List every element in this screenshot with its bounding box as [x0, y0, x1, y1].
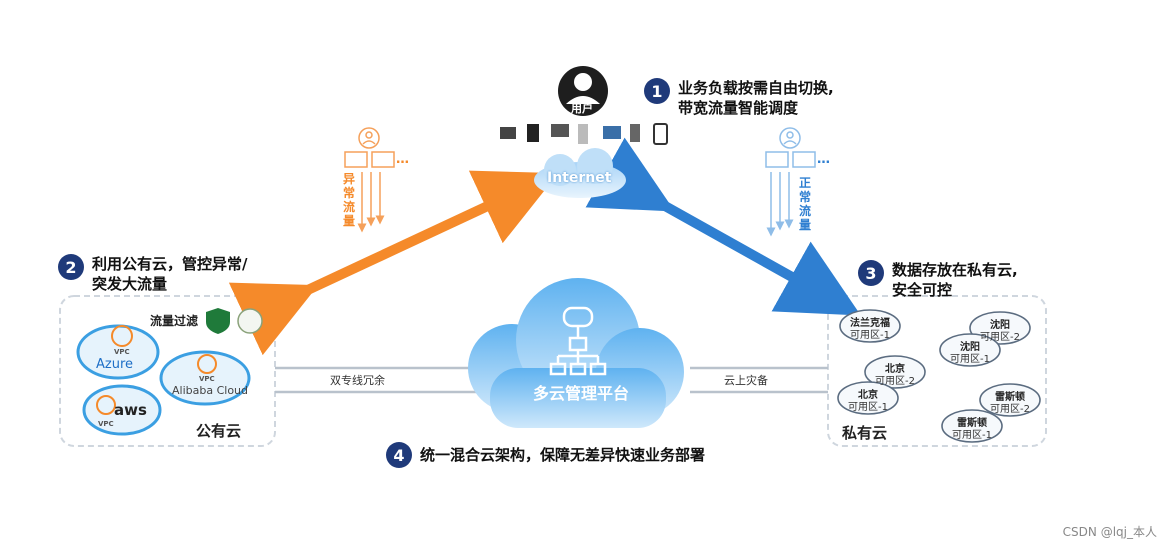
device-icons: [500, 123, 668, 145]
step-4: 4 统一混合云架构，保障无差异快速业务部署: [386, 442, 705, 468]
internet-cloud-icon: [534, 148, 626, 198]
shield-icon: [206, 308, 230, 334]
zone-city: 北京: [858, 390, 878, 401]
step-1-text: 业务负载按需自由切换, 带宽流量智能调度: [678, 78, 834, 118]
filter-label: 流量过滤: [150, 314, 199, 328]
abnormal-traffic-label: 异常流量: [342, 172, 355, 228]
aws-cloud-icon: [82, 384, 162, 436]
private-cloud-label: 私有云: [842, 424, 888, 442]
zone-label: 可用区-2: [990, 404, 1030, 415]
step-3-text: 数据存放在私有云, 安全可控: [892, 260, 1018, 300]
zone-beijing-2: 北京 可用区-2: [865, 364, 925, 388]
normal-traffic-icon: [765, 127, 816, 237]
zone-label: 可用区-1: [848, 402, 888, 413]
zone-city: 雷斯顿: [957, 418, 987, 429]
abnormal-traffic-icon: [344, 127, 395, 233]
step-2: 2 利用公有云，管控异常/ 突发大流量: [58, 254, 247, 294]
zone-city: 沈阳: [960, 342, 980, 353]
step-4-badge: 4: [386, 442, 412, 468]
step-3-line-1: 数据存放在私有云,: [892, 261, 1018, 279]
step-1-line-2: 带宽流量智能调度: [678, 99, 799, 117]
zone-beijing-1: 北京 可用区-1: [838, 390, 898, 414]
public-cloud-label: 公有云: [196, 422, 242, 440]
zone-label: 可用区-1: [850, 330, 890, 341]
zone-city: 雷斯顿: [995, 392, 1025, 403]
orange-arrow: [228, 170, 559, 356]
zone-label: 可用区-1: [950, 354, 990, 365]
watermark: CSDN @lqj_本人: [1062, 525, 1157, 539]
aws-vpc-label: VPC: [98, 420, 114, 428]
user-label: 用户: [571, 102, 593, 115]
abnormal-traffic-dots: …: [396, 152, 409, 167]
step-1-badge: 1: [644, 78, 670, 104]
step-4-text: 统一混合云架构，保障无差异快速业务部署: [420, 446, 706, 464]
public-cloud-box: [59, 295, 276, 447]
alibaba-label: Alibaba Cloud: [172, 384, 249, 397]
step-3-line-2: 安全可控: [892, 281, 953, 299]
zone-city: 沈阳: [990, 320, 1010, 331]
link-left-label: 双专线冗余: [330, 374, 385, 387]
azure-cloud-icon: [76, 324, 160, 380]
step-1: 1 业务负载按需自由切换, 带宽流量智能调度: [644, 78, 834, 118]
azure-vpc-label: VPC: [114, 348, 130, 356]
step-2-text: 利用公有云，管控异常/ 突发大流量: [92, 254, 247, 294]
alibaba-vpc-label: VPC: [199, 375, 215, 383]
normal-traffic-dots: …: [817, 152, 830, 167]
aws-label: aws: [114, 401, 147, 419]
zone-clouds: [837, 309, 1041, 443]
step-2-line-2: 突发大流量: [92, 275, 168, 293]
step-3-badge: 3: [858, 260, 884, 286]
step-2-line-1: 利用公有云，管控异常/: [92, 255, 248, 273]
zone-reston-2: 雷斯顿 可用区-2: [980, 392, 1040, 416]
step-3: 3 数据存放在私有云, 安全可控: [858, 260, 1018, 300]
step-2-badge: 2: [58, 254, 84, 280]
zone-label: 可用区-2: [875, 376, 915, 387]
azure-label: Azure: [96, 357, 134, 372]
zone-reston-1: 雷斯顿 可用区-1: [942, 418, 1002, 442]
zone-city: 法兰克福: [850, 318, 890, 329]
zone-shenyang-1: 沈阳 可用区-1: [940, 342, 1000, 366]
multi-cloud-platform-icon: [468, 278, 684, 428]
user-avatar-icon: [558, 66, 608, 116]
filter-icon: [237, 308, 263, 334]
step-1-line-1: 业务负载按需自由切换,: [678, 79, 834, 97]
link-right-label: 云上灾备: [724, 374, 768, 387]
internet-label: Internet: [547, 170, 612, 186]
center-label: 多云管理平台: [533, 384, 630, 403]
alibaba-cloud-icon: [159, 350, 251, 406]
zone-label: 可用区-2: [980, 332, 1020, 343]
blue-arrow: [585, 137, 861, 316]
private-cloud-box: [827, 295, 1047, 447]
link-lines: [275, 366, 828, 394]
zone-label: 可用区-1: [952, 430, 992, 441]
zone-frankfurt-1: 法兰克福 可用区-1: [840, 318, 900, 342]
normal-traffic-label: 正常流量: [798, 176, 811, 232]
zone-shenyang-2: 沈阳 可用区-2: [970, 320, 1030, 344]
zone-city: 北京: [885, 364, 905, 375]
